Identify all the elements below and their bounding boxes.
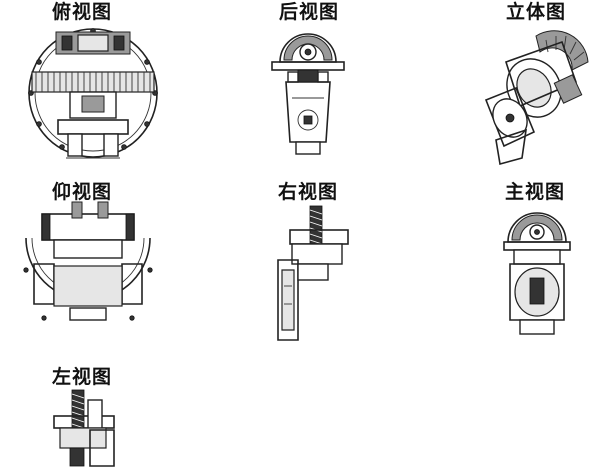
isometric-view-caption: 立体图	[506, 1, 567, 23]
front-view-drawing	[503, 212, 571, 335]
right-view-caption: 右视图	[278, 181, 339, 203]
right-view-drawing	[277, 205, 349, 341]
top-view-drawing	[28, 28, 158, 159]
rear-view-caption: 后视图	[279, 1, 340, 23]
isometric-view-drawing	[484, 30, 589, 166]
left-view-drawing	[53, 389, 115, 467]
bottom-view-drawing	[23, 201, 153, 321]
front-view-caption: 主视图	[505, 181, 566, 203]
left-view-caption: 左视图	[52, 366, 113, 388]
top-view-caption: 俯视图	[52, 1, 113, 23]
rear-view-drawing	[271, 33, 345, 155]
bottom-view-caption: 仰视图	[52, 181, 113, 203]
